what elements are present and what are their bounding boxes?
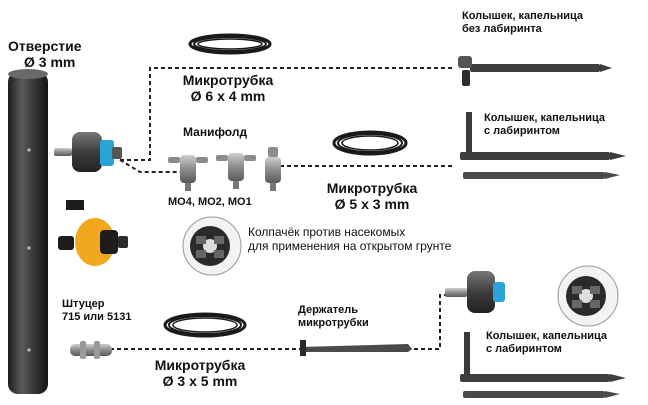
microtube-bottom-label: Микротрубка Ø 3 x 5 mm (150, 357, 250, 389)
fitting-line1: Штуцер (62, 298, 105, 310)
stake-labyrinth-top (460, 112, 626, 179)
stake-no-lab-line2: без лабиринта (462, 22, 542, 35)
microtube-top-size: Ø 6 x 4 mm (190, 88, 266, 105)
stake-labyrinth-bottom (460, 332, 626, 398)
pressure-dripper-right (445, 271, 505, 313)
stake-no-labyrinth (458, 56, 612, 86)
fitting-connector (70, 341, 112, 359)
pressure-dripper-top (54, 132, 122, 172)
orange-dripper (58, 200, 128, 266)
insect-cap (182, 216, 242, 276)
microtube-coil-top (188, 33, 272, 55)
holder-line1: Держатель (298, 304, 358, 316)
microtube-bottom-size: Ø 3 x 5 mm (162, 373, 238, 390)
stake-lab-top-line1: Колышек, капельница (484, 112, 605, 124)
main-pipe (8, 69, 48, 394)
insect-cap-right (557, 265, 619, 327)
stake-lab-bottom-line1: Колышек, капельница (486, 330, 607, 342)
microtube-coil-bottom (163, 312, 247, 338)
insect-cap-line1: Колпачёк против насекомых (248, 225, 406, 239)
microtube-bottom-name: Микротрубка (154, 357, 246, 373)
manifold-title: Манифолд (183, 125, 248, 139)
microtube-mid-size: Ø 5 x 3 mm (334, 196, 410, 213)
microtube-mid-label: Микротрубка Ø 5 x 3 mm (320, 180, 424, 212)
hole-size: Ø 3 mm (24, 54, 76, 71)
microtube-holder (300, 340, 412, 356)
fitting-label: Штуцер 715 или 5131 (62, 298, 131, 323)
hole-label: Отверстие Ø 3 mm (8, 38, 94, 70)
stake-lab-top-label: Колышек, капельница с лабиринтом (484, 112, 605, 137)
microtube-coil-middle (332, 130, 408, 156)
fitting-line2: 715 или 5131 (62, 310, 132, 323)
stake-no-lab-label: Колышек, капельница без лабиринта (462, 10, 583, 35)
manifold-parts (168, 147, 281, 191)
stake-no-lab-line1: Колышек, капельница (462, 10, 583, 22)
stake-lab-bottom-label: Колышек, капельница с лабиринтом (486, 330, 607, 355)
stake-lab-bottom-line2: с лабиринтом (486, 342, 562, 355)
stake-lab-top-line2: с лабиринтом (484, 124, 560, 137)
microtube-top-name: Микротрубка (182, 72, 274, 88)
insect-cap-label: Колпачёк против насекомых для применения… (248, 225, 452, 254)
hole-title: Отверстие (8, 38, 82, 54)
insect-cap-line2: для применения на открытом грунте (248, 238, 452, 253)
manifold-models: MO4, MO2, MO1 (168, 196, 252, 208)
microtube-mid-name: Микротрубка (326, 180, 418, 196)
holder-label: Держатель микротрубки (298, 304, 369, 329)
holder-line2: микротрубки (298, 316, 369, 329)
microtube-top-label: Микротрубка Ø 6 x 4 mm (178, 72, 278, 104)
